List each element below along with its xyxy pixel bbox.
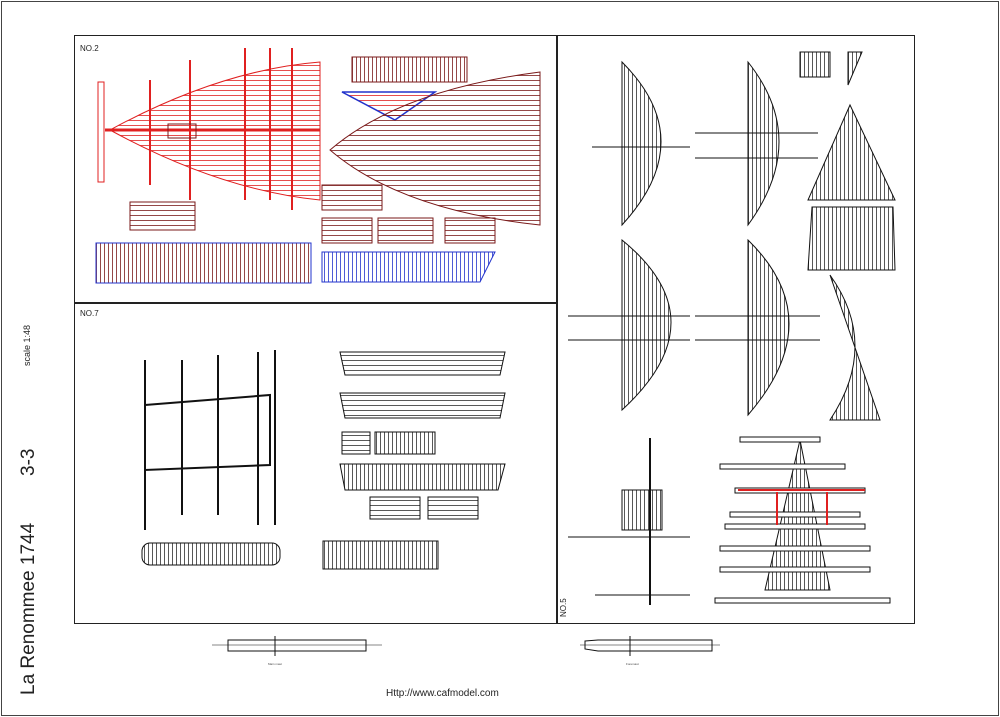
panel-no7 — [74, 302, 558, 624]
panel-no2 — [74, 35, 558, 304]
fore-mast-label: Foremast — [626, 662, 639, 666]
main-mast-drawing — [212, 636, 382, 656]
red-deck-part — [97, 48, 321, 210]
main-mast-label: Main mast — [268, 662, 282, 666]
panel-label-no7: NO.7 — [80, 309, 99, 318]
brown-deck-part — [95, 56, 541, 284]
sail-parts — [568, 51, 896, 605]
black-deck-parts — [141, 350, 506, 570]
website-url[interactable]: Http://www.cafmodel.com — [386, 688, 499, 699]
panel-no5 — [556, 35, 915, 624]
fore-mast-drawing — [580, 636, 720, 656]
panel-label-no2: NO.2 — [80, 44, 99, 53]
